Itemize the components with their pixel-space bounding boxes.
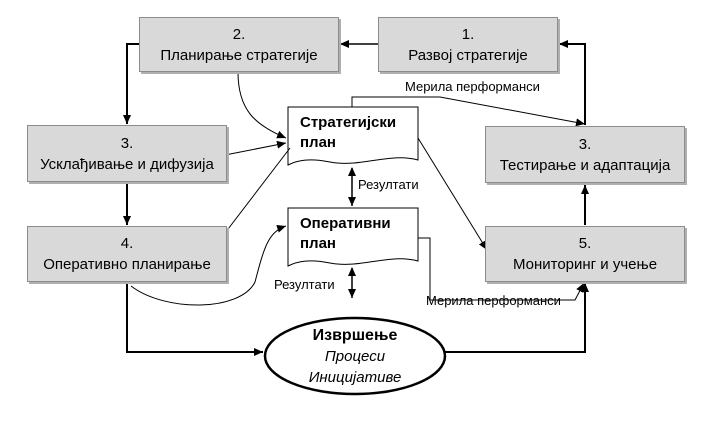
step-5-number: 5. bbox=[578, 235, 592, 252]
performance-measures-label-bottom: Мерила перформанси bbox=[426, 293, 561, 308]
step-1-number: 1. bbox=[461, 25, 475, 43]
arrow-execution-to-5 bbox=[445, 283, 589, 353]
step-3-alignment-number: 3. bbox=[120, 134, 134, 152]
step-2-box: 2. Планирање стратегије bbox=[139, 17, 339, 72]
execution-initiatives: Иницијативе bbox=[308, 368, 402, 386]
step-2-label: Планирање стратегије bbox=[160, 46, 318, 64]
arrow-3-to-1 bbox=[559, 40, 586, 125]
step-2-number: 2. bbox=[232, 25, 246, 43]
step-3-testing-number: 3. bbox=[578, 135, 592, 153]
strategic-plan-title: Стратегијски bbox=[300, 114, 397, 131]
execution-text: Извршење Процеси Иницијативе bbox=[265, 318, 445, 394]
operative-plan-document bbox=[287, 207, 419, 267]
execution-ellipse bbox=[263, 316, 447, 396]
step-4-box: 4. Оперативно планирање bbox=[27, 226, 227, 282]
arrow-3-to-strategic-plan bbox=[219, 140, 287, 157]
results-label-bottom: Резултати bbox=[274, 277, 335, 292]
arrow-4-to-operative-plan bbox=[130, 225, 287, 306]
execution-title: Извршење bbox=[312, 326, 398, 344]
step-1-box: 1. Развој стратегије bbox=[378, 17, 558, 72]
operative-plan-text: Оперативни план bbox=[300, 214, 391, 254]
arrow-strategic-plan-to-5 bbox=[417, 137, 488, 251]
strategic-plan-text: Стратегијски план bbox=[300, 113, 396, 153]
execution-processes: Процеси bbox=[324, 347, 386, 365]
step-4-label: Оперативно планирање bbox=[43, 256, 211, 273]
strategic-plan-document bbox=[287, 106, 419, 166]
arrow-measures-to-3 bbox=[351, 96, 586, 127]
performance-measures-label-top: Мерила перформанси bbox=[405, 79, 540, 94]
operative-plan-title: Оперативни bbox=[300, 215, 391, 232]
arrow-2-to-3 bbox=[123, 43, 139, 124]
step-5-label: Мониторинг и учење bbox=[512, 256, 658, 273]
step-3-testing-label: Тестирање и адаптација bbox=[499, 156, 671, 174]
step-3-testing-box: 3. Тестирање и адаптација bbox=[485, 126, 685, 183]
results-label-top: Резултати bbox=[358, 177, 419, 192]
strategic-plan-subtitle: план bbox=[300, 134, 336, 151]
step-4-number: 4. bbox=[120, 235, 134, 252]
arrow-measures-to-5 bbox=[418, 237, 585, 301]
step-3-alignment-label: Усклађивање и дифузија bbox=[40, 155, 214, 173]
step-3-alignment-box: 3. Усклађивање и дифузија bbox=[27, 125, 227, 182]
arrow-2-to-strategic-plan bbox=[237, 71, 287, 139]
step-5-box: 5. Мониторинг и учење bbox=[485, 226, 685, 282]
arrow-4-to-execution bbox=[126, 282, 263, 356]
operative-plan-subtitle: план bbox=[300, 235, 336, 252]
step-1-label: Развој стратегије bbox=[408, 46, 528, 64]
